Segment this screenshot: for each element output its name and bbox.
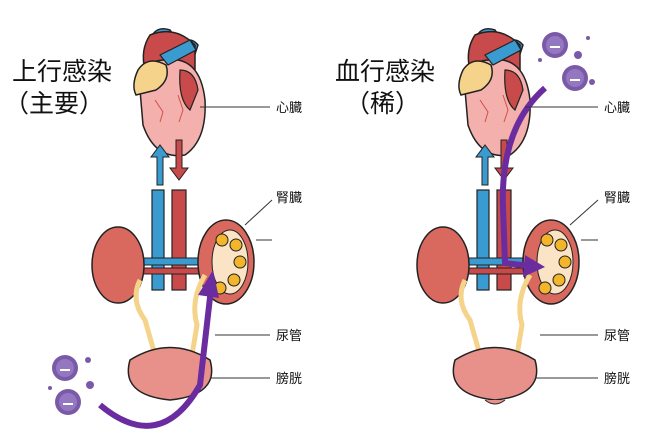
label-bladder: 膀胱 xyxy=(604,371,630,387)
urinary-tract-illustration xyxy=(92,190,254,400)
bacteria-icon xyxy=(541,31,569,59)
heart-illustration xyxy=(133,28,206,157)
bacteria-icon xyxy=(54,388,82,416)
heart-illustration xyxy=(458,28,531,157)
label-ureter: 尿管 xyxy=(276,329,302,344)
label-heart: 心臓 xyxy=(276,101,302,116)
up-arrow-icon xyxy=(475,144,495,186)
panel-title: 血行感染 xyxy=(335,57,435,86)
panel-ascending-infection: 上行感染 （主要） 心臓 腎臓 尿管 膀胱 xyxy=(4,28,302,429)
label-heart: 心臓 xyxy=(604,101,630,116)
label-bladder: 膀胱 xyxy=(276,371,302,387)
arrowhead-icon xyxy=(198,270,219,298)
panel-title: 上行感染 xyxy=(12,57,112,86)
urinary-tract-illustration xyxy=(417,190,579,400)
bacteria-icon xyxy=(561,64,589,92)
arrowhead-icon xyxy=(523,255,545,277)
panel-subtitle: （稀） xyxy=(345,89,420,118)
up-arrow-icon xyxy=(150,144,170,186)
infection-path xyxy=(98,279,215,429)
label-ureter: 尿管 xyxy=(604,329,630,344)
label-kidney: 腎臓 xyxy=(604,191,630,206)
infection-path xyxy=(499,85,547,269)
bacteria-icon xyxy=(51,354,79,382)
label-kidney: 腎臓 xyxy=(276,191,302,206)
panel-hematogenous-infection: 血行感染 （稀） 心臓 腎臓 尿管 膀胱 xyxy=(335,28,630,405)
down-arrow-icon xyxy=(169,139,189,181)
panel-subtitle: （主要） xyxy=(4,89,104,118)
